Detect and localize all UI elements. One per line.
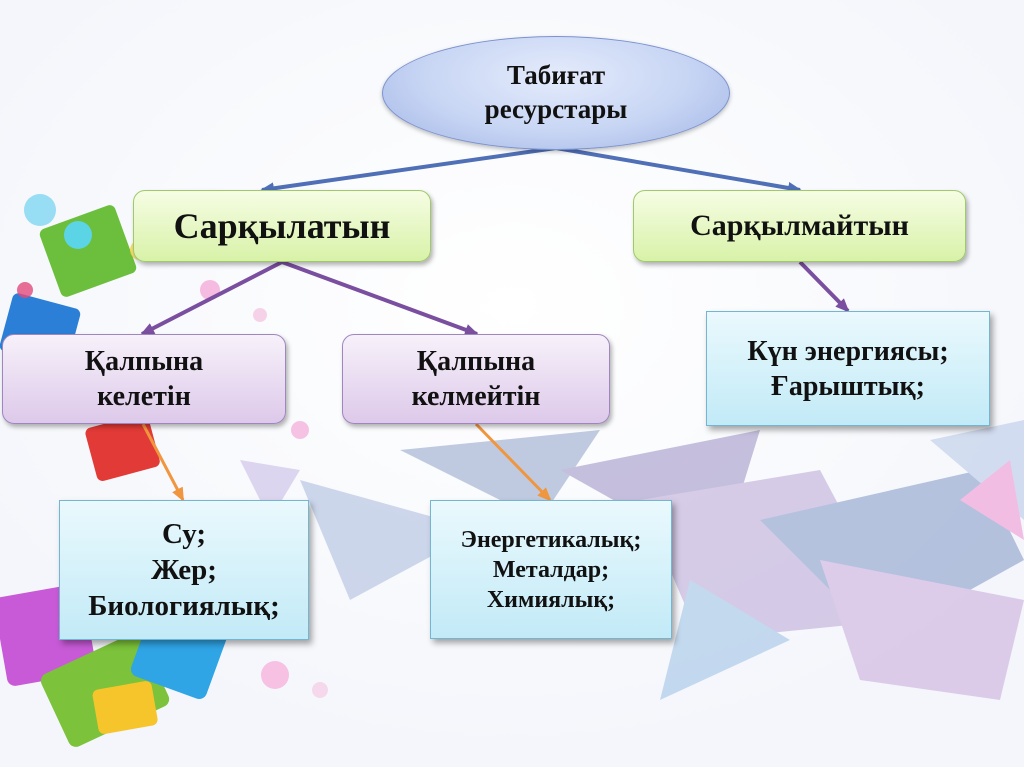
nonrestorable-line-1: Қалпына [416,346,536,377]
background-shards [240,420,1024,700]
nonrestorable-node: Қалпына келмейтін [342,334,610,424]
root-line-2: ресурстары [484,94,628,124]
nonrestorable-items-box: Энергетикалық; Металдар; Химиялық; [430,500,672,639]
renewable-node: Сарқылатын [133,190,431,262]
nonrestorable-item-3: Химиялық; [486,586,616,613]
restorable-item-1: Су; [162,517,206,550]
restorable-node: Қалпына келетін [2,334,286,424]
restorable-item-2: Жер; [151,553,217,586]
restorable-item-3: Биологиялық; [88,590,280,623]
restorable-items-box: Су; Жер; Биологиялық; [59,500,309,640]
restorable-line-1: Қалпына [84,346,204,377]
inexhaustible-items-box: Күн энергиясы; Ғарыштық; [706,311,990,426]
nonrenewable-node: Сарқылмайтын [633,190,966,262]
root-line-1: Табиғат [506,60,606,91]
nonrestorable-line-2: келмейтін [411,381,541,412]
nonrenewable-label: Сарқылмайтын [690,209,909,243]
inexhaustible-item-2: Ғарыштық; [771,370,925,402]
root-node: Табиғат ресурстары [382,36,730,150]
inexhaustible-item-1: Күн энергиясы; [747,335,949,367]
restorable-line-2: келетін [97,381,191,412]
renewable-label: Сарқылатын [173,205,391,246]
nonrestorable-item-2: Металдар; [492,556,610,583]
nonrestorable-item-1: Энергетикалық; [460,526,642,553]
